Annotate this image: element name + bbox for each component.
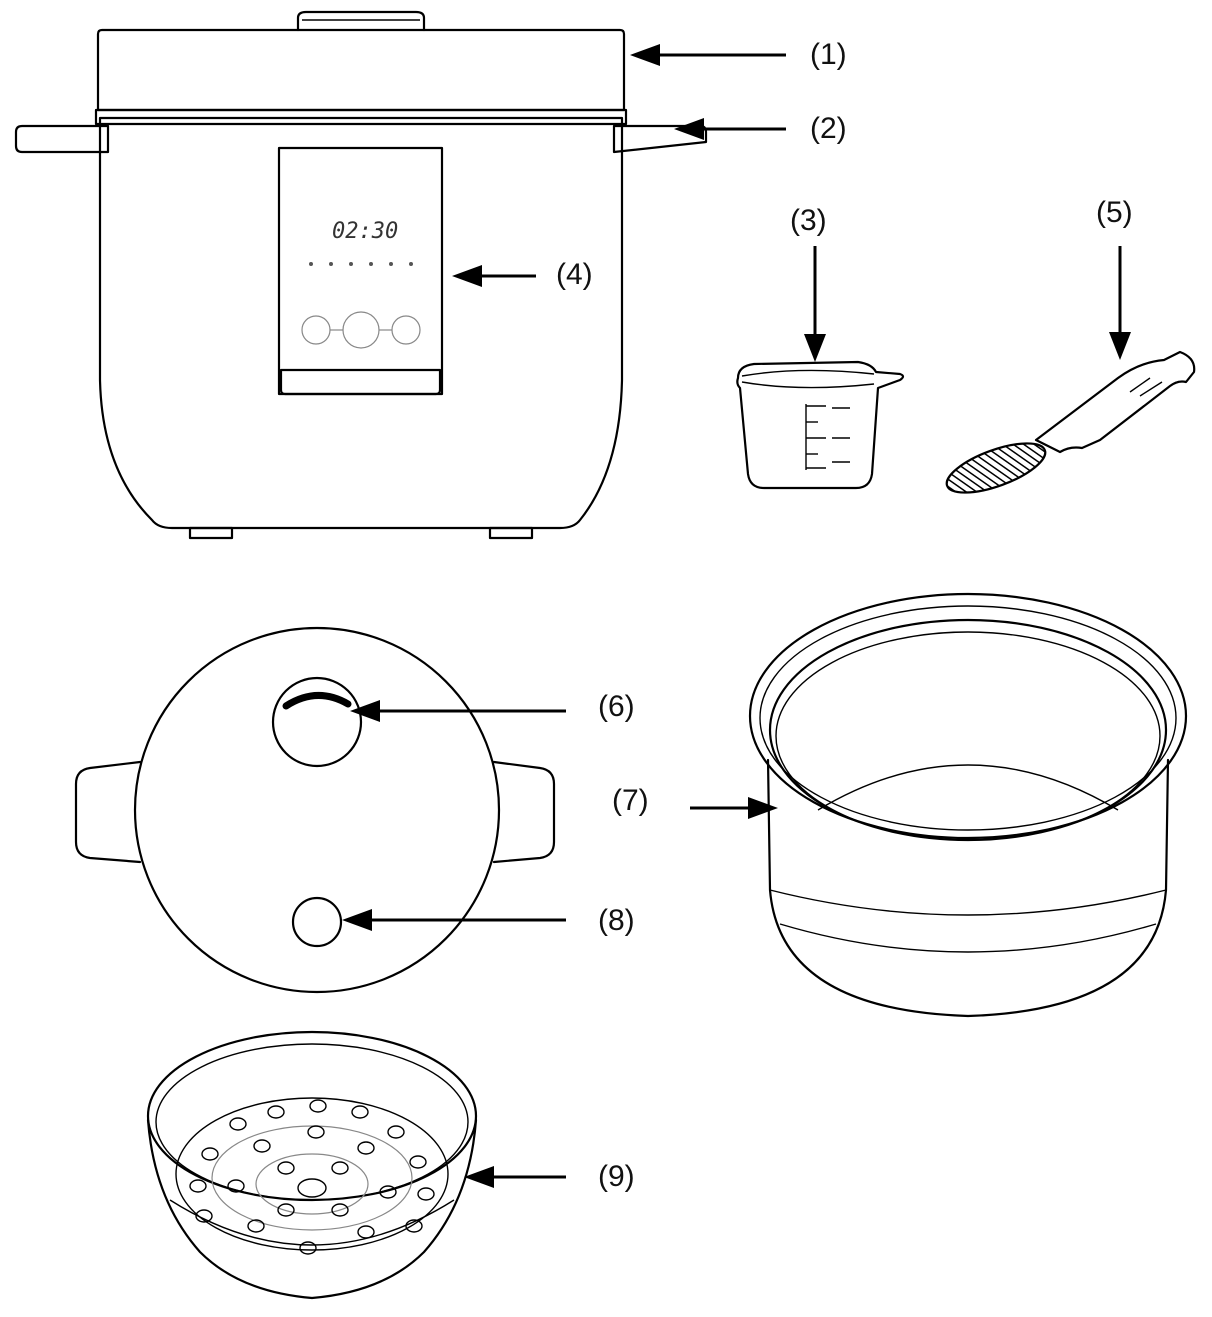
- callout-4: (4): [556, 258, 593, 291]
- callout-8: (8): [598, 904, 635, 937]
- display-time: 02:30: [332, 219, 398, 244]
- control-panel: [277, 146, 444, 396]
- cooker-body: [98, 116, 624, 530]
- rice-paddle: [945, 350, 1196, 494]
- lid-knob: [296, 10, 426, 32]
- callout-arrows: [342, 44, 1131, 1188]
- cooker-top-view: [74, 626, 556, 994]
- callout-7: (7): [612, 784, 649, 817]
- top-view-lid: [133, 626, 501, 994]
- callout-1: (1): [810, 38, 847, 71]
- top-view-handle-left: [74, 760, 142, 864]
- handle-left: [14, 124, 110, 154]
- steamer-basket: [146, 1030, 478, 1300]
- callout-5: (5): [1096, 196, 1133, 229]
- callout-labels: (1) (2) (3) (4) (5) (6) (7) (8) (9): [556, 38, 1133, 1193]
- steamer-holes: [189, 1099, 435, 1255]
- steam-vent-slot: [282, 692, 352, 710]
- indicator-dots: [309, 262, 413, 266]
- measuring-cup: [736, 360, 905, 490]
- steam-vent: [271, 676, 363, 768]
- callout-2: (2): [810, 112, 847, 145]
- paddle-head: [945, 442, 1047, 494]
- top-view-handle-right: [492, 760, 556, 864]
- cooker-foot-left: [188, 526, 234, 540]
- panel-button-right: [391, 315, 421, 345]
- callout-9: (9): [598, 1160, 635, 1193]
- cooker-foot-right: [488, 526, 534, 540]
- panel-button-left: [301, 315, 331, 345]
- callout-6: (6): [598, 690, 635, 723]
- callout-3: (3): [790, 204, 827, 237]
- release-button: [291, 896, 343, 948]
- inner-pot: [748, 592, 1188, 1018]
- rice-cooker-front: 02:30: [14, 10, 708, 540]
- cup-scale-marks: [805, 404, 850, 470]
- panel-button-center: [342, 311, 380, 349]
- cooker-lid: [96, 28, 626, 112]
